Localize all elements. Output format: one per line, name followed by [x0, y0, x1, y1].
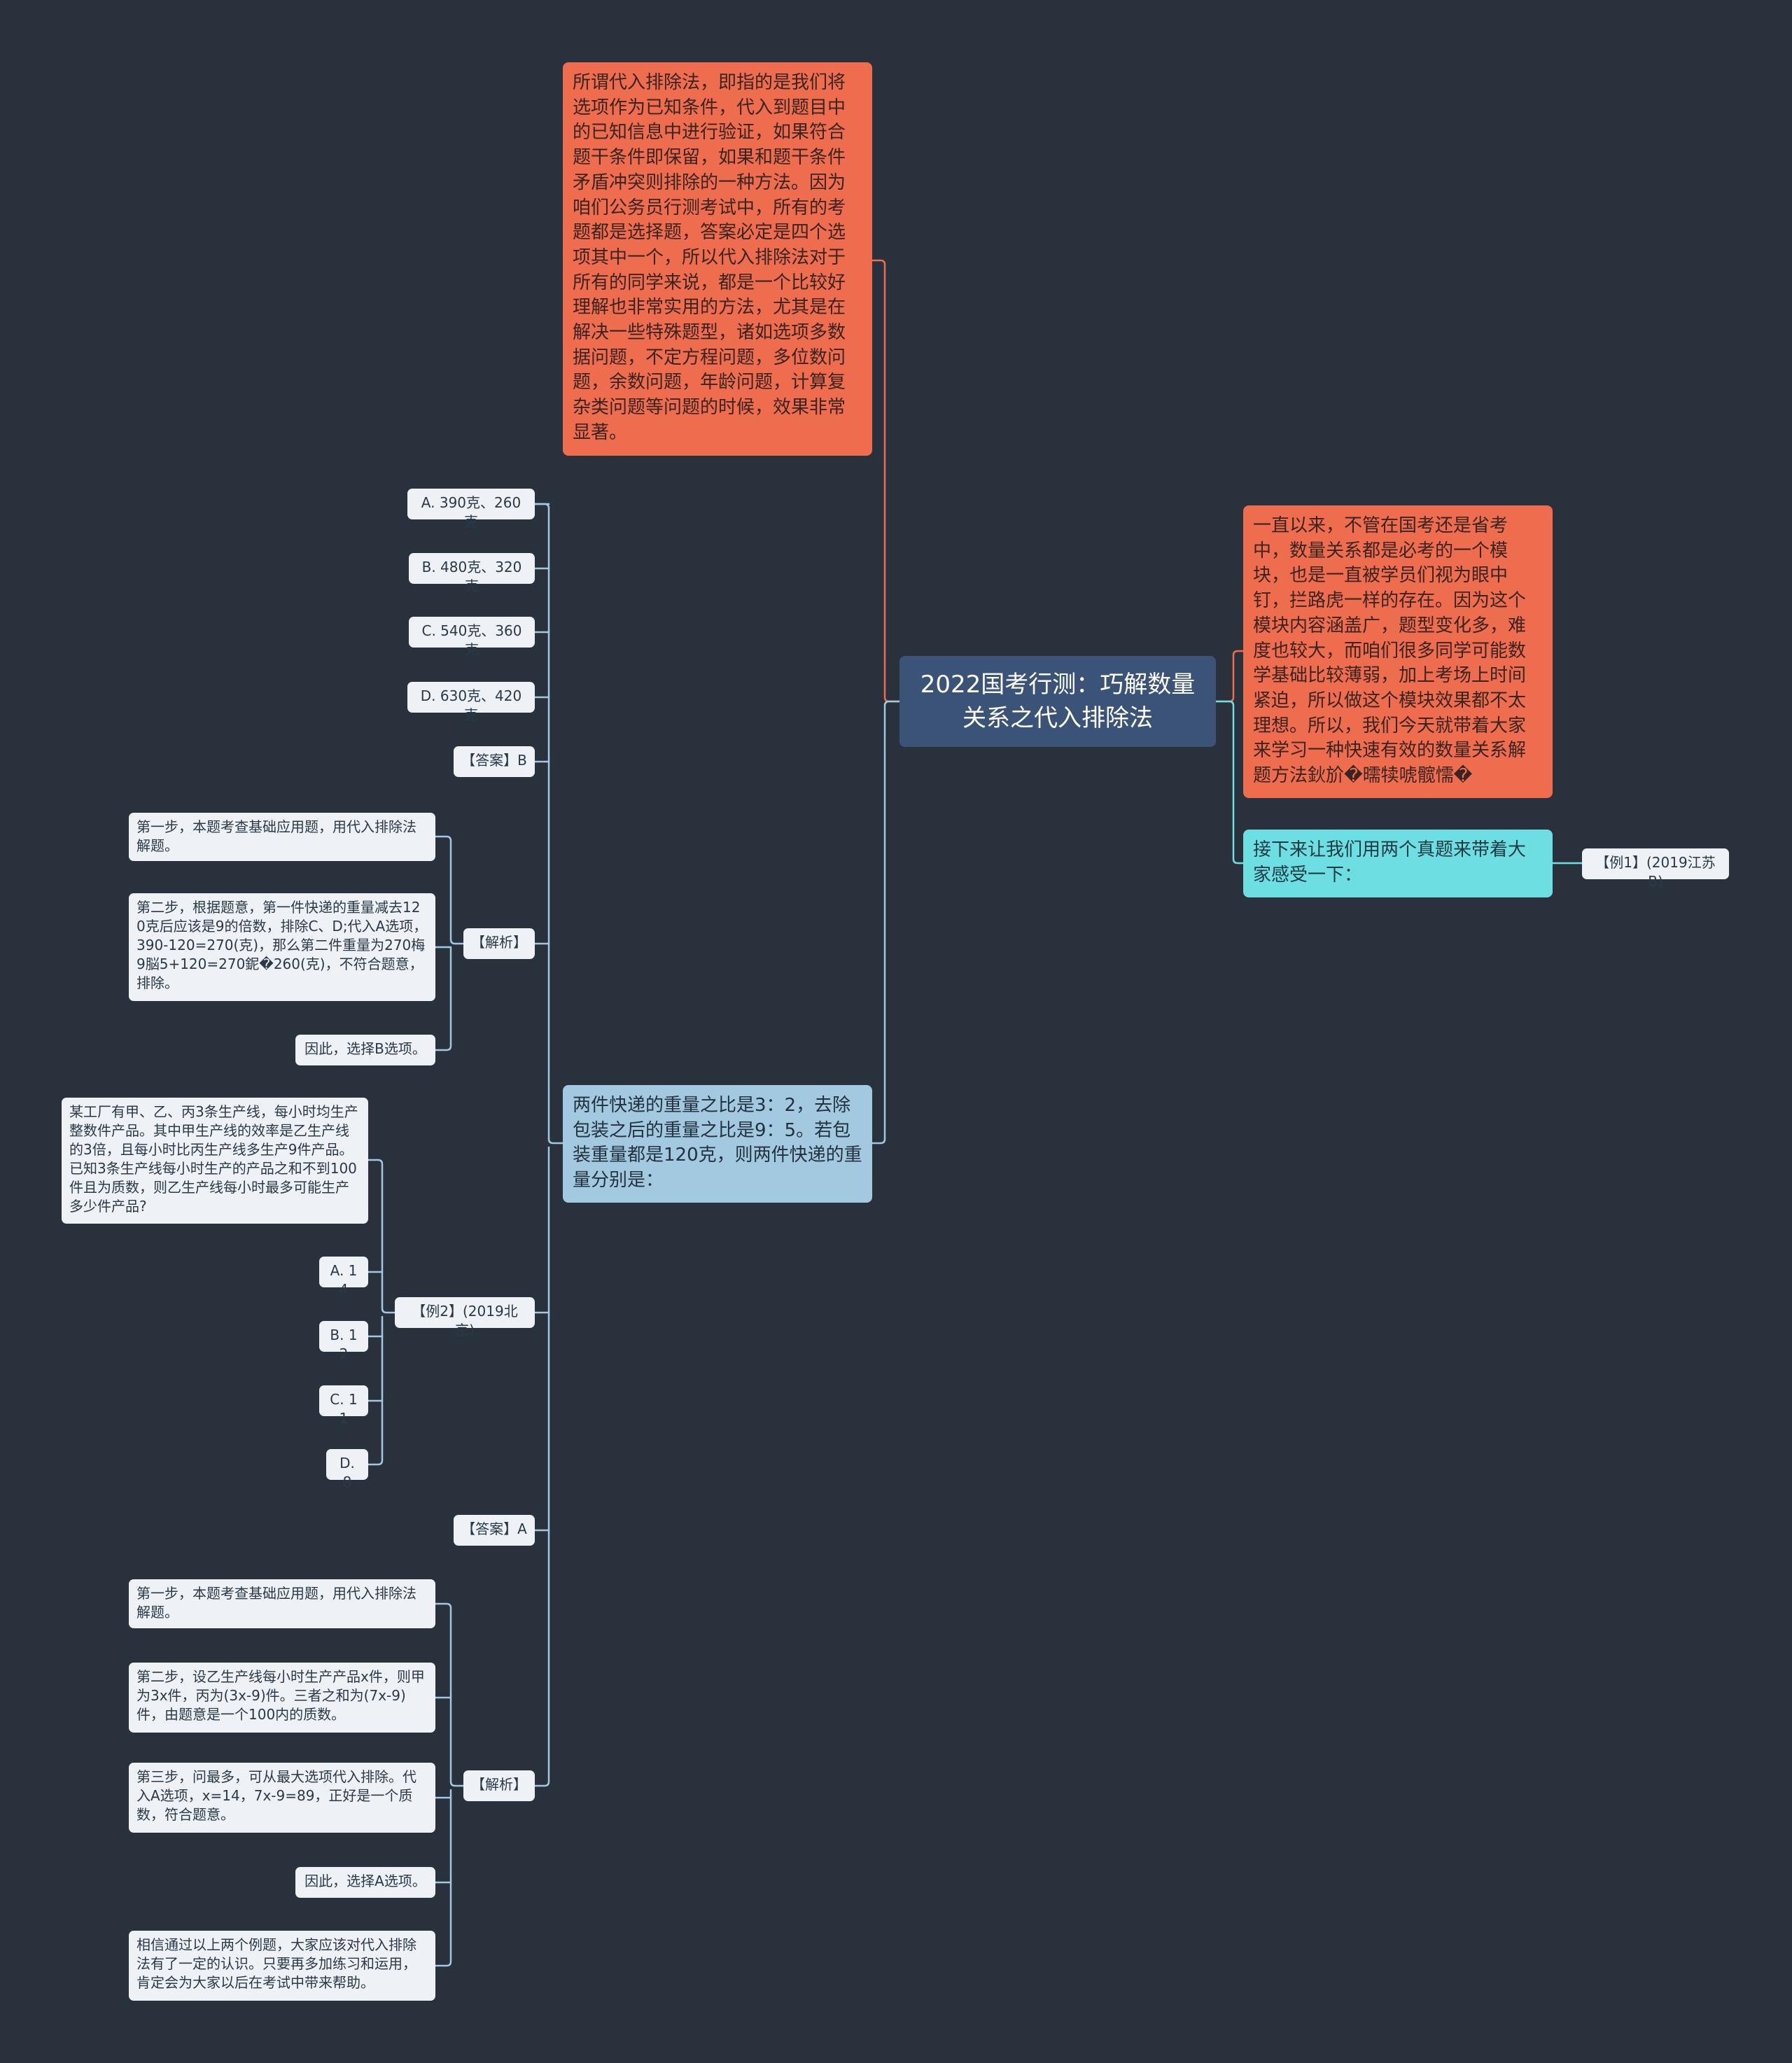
q1-step-3[interactable]: 因此，选择B选项。 — [295, 1035, 435, 1065]
q1-answer[interactable]: 【答案】B — [454, 746, 535, 777]
q2-question-text: 某工厂有甲、乙、丙3条生产线，每小时均生产整数件产品。其中甲生产线的效率是乙生产… — [69, 1103, 358, 1215]
link-root-next — [1214, 700, 1245, 865]
link-q2a-trunk-down — [434, 1789, 452, 1967]
q1-option-c-text: C. 540克、360克 — [421, 622, 522, 658]
q2-step-1-text: 第一步，本题考查基础应用题，用代入排除法解题。 — [136, 1585, 416, 1621]
q1-step-1-text: 第一步，本题考查基础应用题，用代入排除法解题。 — [136, 818, 416, 854]
example2-tag[interactable]: 【例2】(2019北京) — [395, 1297, 535, 1338]
q1-step-2[interactable]: 第二步，根据题意，第一件快递的重量减去120克后应该是9的倍数，排除C、D;代入… — [129, 893, 435, 1001]
q2-step-2[interactable]: 第二步，设乙生产线每小时生产产品x件，则甲为3x件，丙为(3x-9)件。三者之和… — [129, 1663, 435, 1733]
link-q1a-trunk-down — [434, 946, 452, 1051]
intro-text: 一直以来，不管在国考还是省考中，数量关系都是必考的一个模块，也是一直被学员们视为… — [1253, 515, 1527, 787]
link-root-definition — [871, 259, 901, 703]
q1-option-b[interactable]: B. 480克、320克 — [409, 553, 535, 594]
link-q1-trunk-down — [533, 1146, 550, 1787]
q1-analysis-tag[interactable]: 【解析】 — [463, 928, 535, 959]
q2-step-2-text: 第二步，设乙生产线每小时生产产品x件，则甲为3x件，丙为(3x-9)件。三者之和… — [136, 1668, 425, 1723]
q2-analysis-tag[interactable]: 【解析】 — [463, 1770, 535, 1801]
q2-option-c-text: C. 11 — [330, 1391, 358, 1427]
q1-option-d[interactable]: D. 630克、420克 — [407, 682, 535, 723]
question1-text: 两件快递的重量之比是3：2，去除包装之后的重量之比是9：5。若包装重量都是120… — [573, 1095, 862, 1191]
next-text: 接下来让我们用两个真题来带着大家感受一下： — [1253, 839, 1527, 886]
question1-node[interactable]: 两件快递的重量之比是3：2，去除包装之后的重量之比是9：5。若包装重量都是120… — [563, 1085, 872, 1203]
example1-tag[interactable]: 【例1】(2019江苏B) — [1582, 848, 1729, 890]
q1-option-d-text: D. 630克、420克 — [420, 687, 522, 723]
q1-option-a-text: A. 390克、260克 — [421, 494, 522, 530]
q1-step-1[interactable]: 第一步，本题考查基础应用题，用代入排除法解题。 — [129, 813, 435, 861]
link-q1-trunk — [533, 503, 564, 1145]
q2-answer-text: 【答案】A — [461, 1520, 527, 1537]
q1-step-2-text: 第二步，根据题意，第一件快递的重量减去120克后应该是9的倍数，排除C、D;代入… — [136, 899, 428, 991]
q2-option-b[interactable]: B. 12 — [319, 1321, 368, 1362]
q1-answer-text: 【答案】B — [461, 752, 527, 769]
q2-step-3-text: 第三步，问最多，可从最大选项代入排除。代入A选项，x=14，7x-9=89，正好… — [136, 1768, 416, 1823]
link-ex2-trunk — [367, 1159, 396, 1314]
q2-option-a-text: A. 14 — [330, 1262, 358, 1298]
link-root-question1 — [871, 700, 901, 1145]
q2-conclusion[interactable]: 相信通过以上两个例题，大家应该对代入排除法有了一定的认识。只要再多加练习和运用，… — [129, 1931, 435, 2001]
q2-step-1[interactable]: 第一步，本题考查基础应用题，用代入排除法解题。 — [129, 1579, 435, 1628]
root-topic-label: 2022国考行测：巧解数量关系之代入排除法 — [920, 671, 1196, 732]
link-q2a-trunk — [434, 1602, 465, 1787]
q2-answer[interactable]: 【答案】A — [454, 1515, 535, 1546]
q2-analysis-tag-text: 【解析】 — [471, 1776, 527, 1793]
intro-node[interactable]: 一直以来，不管在国考还是省考中，数量关系都是必考的一个模块，也是一直被学员们视为… — [1243, 505, 1553, 798]
q2-step-4[interactable]: 因此，选择A选项。 — [295, 1867, 435, 1898]
q1-option-c[interactable]: C. 540克、360克 — [409, 617, 535, 658]
link-root-intro — [1214, 650, 1245, 703]
q2-step-4-text: 因此，选择A选项。 — [304, 1873, 426, 1889]
q1-option-b-text: B. 480克、320克 — [421, 559, 522, 594]
definition-text: 所谓代入排除法，即指的是我们将选项作为已知条件，代入到题目中的已知信息中进行验证… — [573, 72, 846, 443]
q2-option-c[interactable]: C. 11 — [319, 1385, 368, 1427]
link-ex2-trunk-down — [367, 1315, 384, 1466]
example2-tag-text: 【例2】(2019北京) — [412, 1303, 518, 1338]
q2-option-d-text: D. 8 — [340, 1455, 355, 1490]
q1-option-a[interactable]: A. 390克、260克 — [407, 489, 535, 530]
definition-node[interactable]: 所谓代入排除法，即指的是我们将选项作为已知条件，代入到题目中的已知信息中进行验证… — [563, 62, 872, 456]
q2-question[interactable]: 某工厂有甲、乙、丙3条生产线，每小时均生产整数件产品。其中甲生产线的效率是乙生产… — [62, 1098, 368, 1224]
q2-step-3[interactable]: 第三步，问最多，可从最大选项代入排除。代入A选项，x=14，7x-9=89，正好… — [129, 1763, 435, 1833]
q2-option-b-text: B. 12 — [330, 1327, 358, 1362]
q1-analysis-tag-text: 【解析】 — [471, 934, 527, 951]
q2-conclusion-text: 相信通过以上两个例题，大家应该对代入排除法有了一定的认识。只要再多加练习和运用，… — [136, 1936, 416, 1991]
q2-option-d[interactable]: D. 8 — [326, 1449, 368, 1490]
link-q1a-trunk — [434, 835, 465, 945]
next-node[interactable]: 接下来让我们用两个真题来带着大家感受一下： — [1243, 830, 1553, 897]
root-topic[interactable]: 2022国考行测：巧解数量关系之代入排除法 — [899, 656, 1216, 747]
example1-tag-text: 【例1】(2019江苏B) — [1595, 854, 1716, 890]
q1-step-3-text: 因此，选择B选项。 — [304, 1040, 426, 1057]
q2-option-a[interactable]: A. 14 — [319, 1257, 368, 1298]
